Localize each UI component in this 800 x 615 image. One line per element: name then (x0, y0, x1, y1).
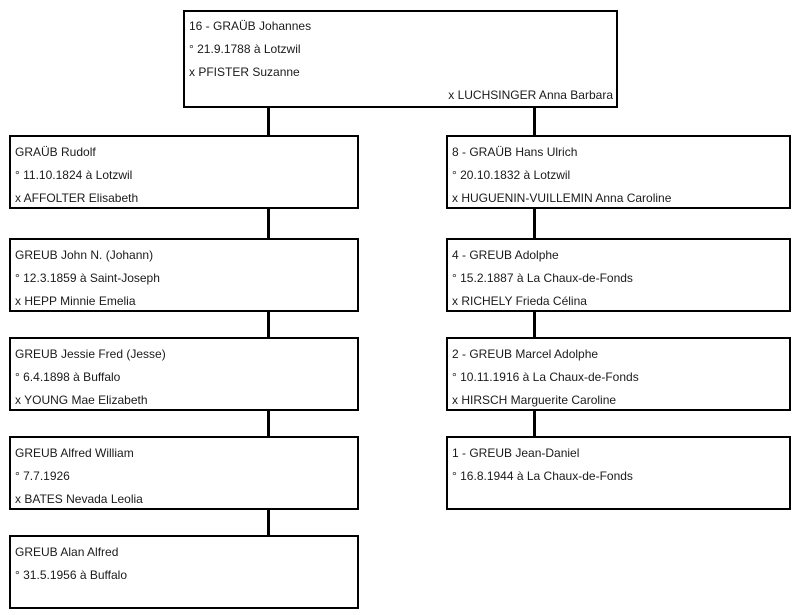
person-box-right-2: 4 - GREUB Adolphe ° 15.2.1887 à La Chaux… (446, 238, 791, 312)
person-name: GREUB Jessie Fred (Jesse) (15, 347, 166, 361)
person-name: GRAÜB Rudolf (15, 145, 96, 159)
person-spouse: x BATES Nevada Leolia (15, 492, 143, 506)
person-birth: ° 20.10.1832 à Lotzwil (452, 168, 571, 182)
person-name: 16 - GRAÜB Johannes (189, 19, 312, 33)
person-name: 8 - GRAÜB Hans Ulrich (452, 145, 578, 159)
person-box-left-1: GRAÜB Rudolf ° 11.10.1824 à Lotzwil x AF… (9, 135, 359, 209)
person-box-right-1: 8 - GRAÜB Hans Ulrich ° 20.10.1832 à Lot… (446, 135, 791, 209)
person-spouse: x HEPP Minnie Emelia (15, 294, 136, 308)
connector-right-2-3 (533, 309, 536, 340)
connector-root-to-right-1 (533, 106, 536, 138)
person-name: GREUB Alan Alfred (15, 545, 119, 559)
person-spouse2: x LUCHSINGER Anna Barbara (448, 88, 613, 102)
connector-left-4-5 (267, 507, 270, 538)
connector-left-2-3 (267, 309, 270, 340)
person-name: 2 - GREUB Marcel Adolphe (452, 347, 599, 361)
person-birth: ° 12.3.1859 à Saint-Joseph (15, 271, 160, 285)
person-spouse: x RICHELY Frieda Célina (452, 294, 587, 308)
person-name: 4 - GREUB Adolphe (452, 248, 559, 262)
person-box-left-2: GREUB John N. (Johann) ° 12.3.1859 à Sai… (9, 238, 359, 312)
person-spouse: x YOUNG Mae Elizabeth (15, 393, 148, 407)
person-spouse: x HIRSCH Marguerite Caroline (452, 393, 617, 407)
person-birth: ° 6.4.1898 à Buffalo (15, 370, 121, 384)
connector-left-3-4 (267, 408, 270, 439)
connector-right-1-2 (533, 207, 536, 241)
connector-left-1-2 (267, 207, 270, 241)
person-name: 1 - GREUB Jean-Daniel (452, 446, 580, 460)
person-birth: ° 21.9.1788 à Lotzwil (189, 42, 301, 56)
person-birth: ° 7.7.1926 (15, 469, 70, 483)
person-spouse: x PFISTER Suzanne (189, 65, 300, 79)
person-box-right-3: 2 - GREUB Marcel Adolphe ° 10.11.1916 à … (446, 337, 791, 411)
person-name: GREUB John N. (Johann) (15, 248, 154, 262)
person-birth: ° 10.11.1916 à La Chaux-de-Fonds (452, 370, 639, 384)
person-birth: ° 15.2.1887 à La Chaux-de-Fonds (452, 271, 633, 285)
person-box-left-4: GREUB Alfred William ° 7.7.1926 x BATES … (9, 436, 359, 510)
person-birth: ° 16.8.1944 à La Chaux-de-Fonds (452, 469, 633, 483)
person-box-root: 16 - GRAÜB Johannes ° 21.9.1788 à Lotzwi… (183, 10, 618, 108)
person-birth: ° 11.10.1824 à Lotzwil (15, 168, 133, 182)
person-spouse: x HUGUENIN-VUILLEMIN Anna Caroline (452, 191, 672, 205)
person-box-left-3: GREUB Jessie Fred (Jesse) ° 6.4.1898 à B… (9, 337, 359, 411)
connector-root-to-left-1 (267, 106, 270, 138)
person-birth: ° 31.5.1956 à Buffalo (15, 568, 128, 582)
person-box-right-4: 1 - GREUB Jean-Daniel ° 16.8.1944 à La C… (446, 436, 791, 510)
person-name: GREUB Alfred William (15, 446, 134, 460)
person-spouse: x AFFOLTER Elisabeth (15, 191, 139, 205)
person-box-left-5: GREUB Alan Alfred ° 31.5.1956 à Buffalo (9, 535, 359, 609)
connector-right-3-4 (533, 408, 536, 439)
